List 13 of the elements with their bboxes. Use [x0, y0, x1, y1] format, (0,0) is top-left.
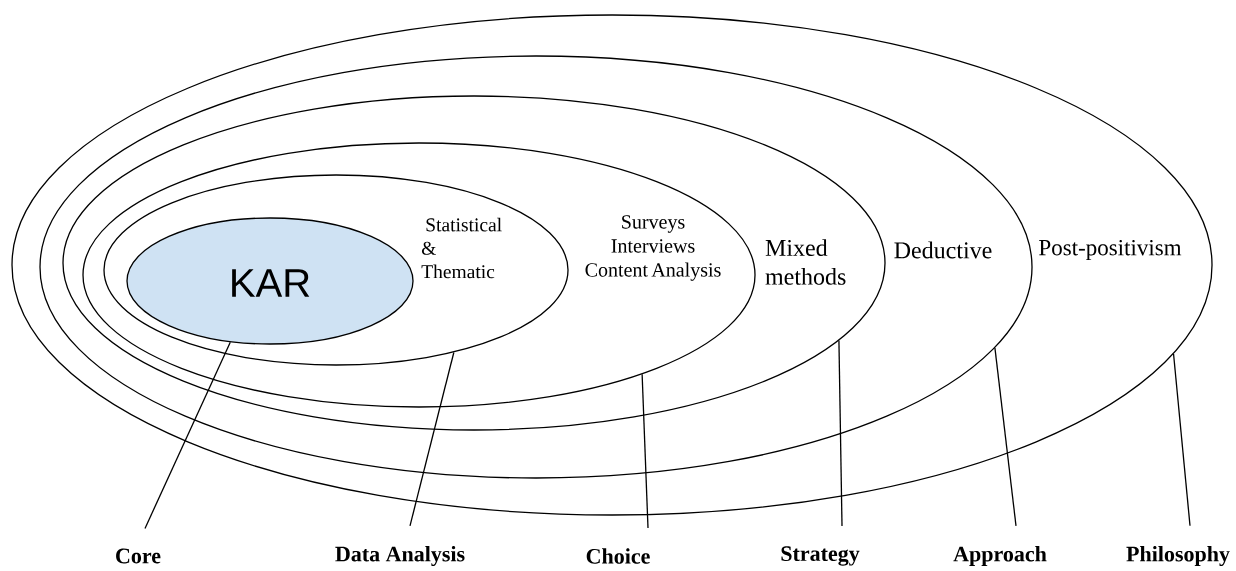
leader-line [641, 373, 649, 529]
leader-line [994, 347, 1017, 527]
ellipse-region: KAR [126, 217, 414, 345]
layer-label: Strategy [781, 546, 860, 566]
layer-label: Core [116, 548, 161, 564]
layer-label: Data Analysis [335, 546, 465, 566]
layer-label: Choice [586, 548, 650, 564]
leader-line [1172, 353, 1191, 527]
leader-line [409, 351, 455, 527]
leader-line [838, 339, 843, 527]
leader-line [144, 341, 231, 530]
layer-label: Philosophy [1126, 546, 1230, 566]
layer-label: Approach [953, 546, 1047, 566]
